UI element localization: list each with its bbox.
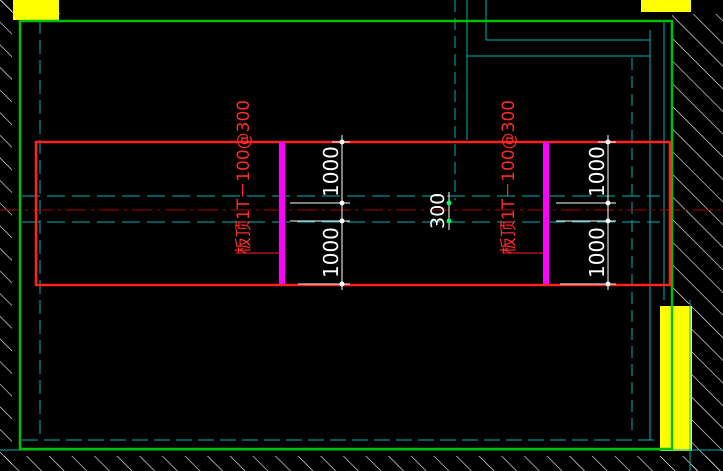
- dim-right-lower[interactable]: 1000: [585, 227, 609, 278]
- dim-left-upper[interactable]: 1000: [319, 146, 343, 197]
- wall-hatch-right-lower: [692, 304, 723, 471]
- dim-gap[interactable]: 300: [427, 193, 449, 229]
- rebar-label-left[interactable]: 板顶1T－100@300: [234, 100, 254, 254]
- wall-hatch-bottom: [0, 456, 723, 471]
- column-fill-top-right: [641, 0, 691, 12]
- wall-hatch-left: [0, 0, 12, 471]
- column-fill-top-left: [13, 0, 59, 20]
- green-boundary[interactable]: [18, 19, 674, 451]
- wall-hatch-right: [672, 14, 723, 304]
- rebar-label-right[interactable]: 板顶1T－100@300: [499, 100, 519, 254]
- column-fill-bottom-right: [660, 306, 692, 451]
- gap-ticks: [446, 200, 452, 224]
- dim-left-lower[interactable]: 1000: [319, 227, 343, 278]
- dim-right-upper[interactable]: 1000: [585, 146, 609, 197]
- section-box[interactable]: [34, 140, 672, 287]
- dimension-ticks: [339, 139, 611, 287]
